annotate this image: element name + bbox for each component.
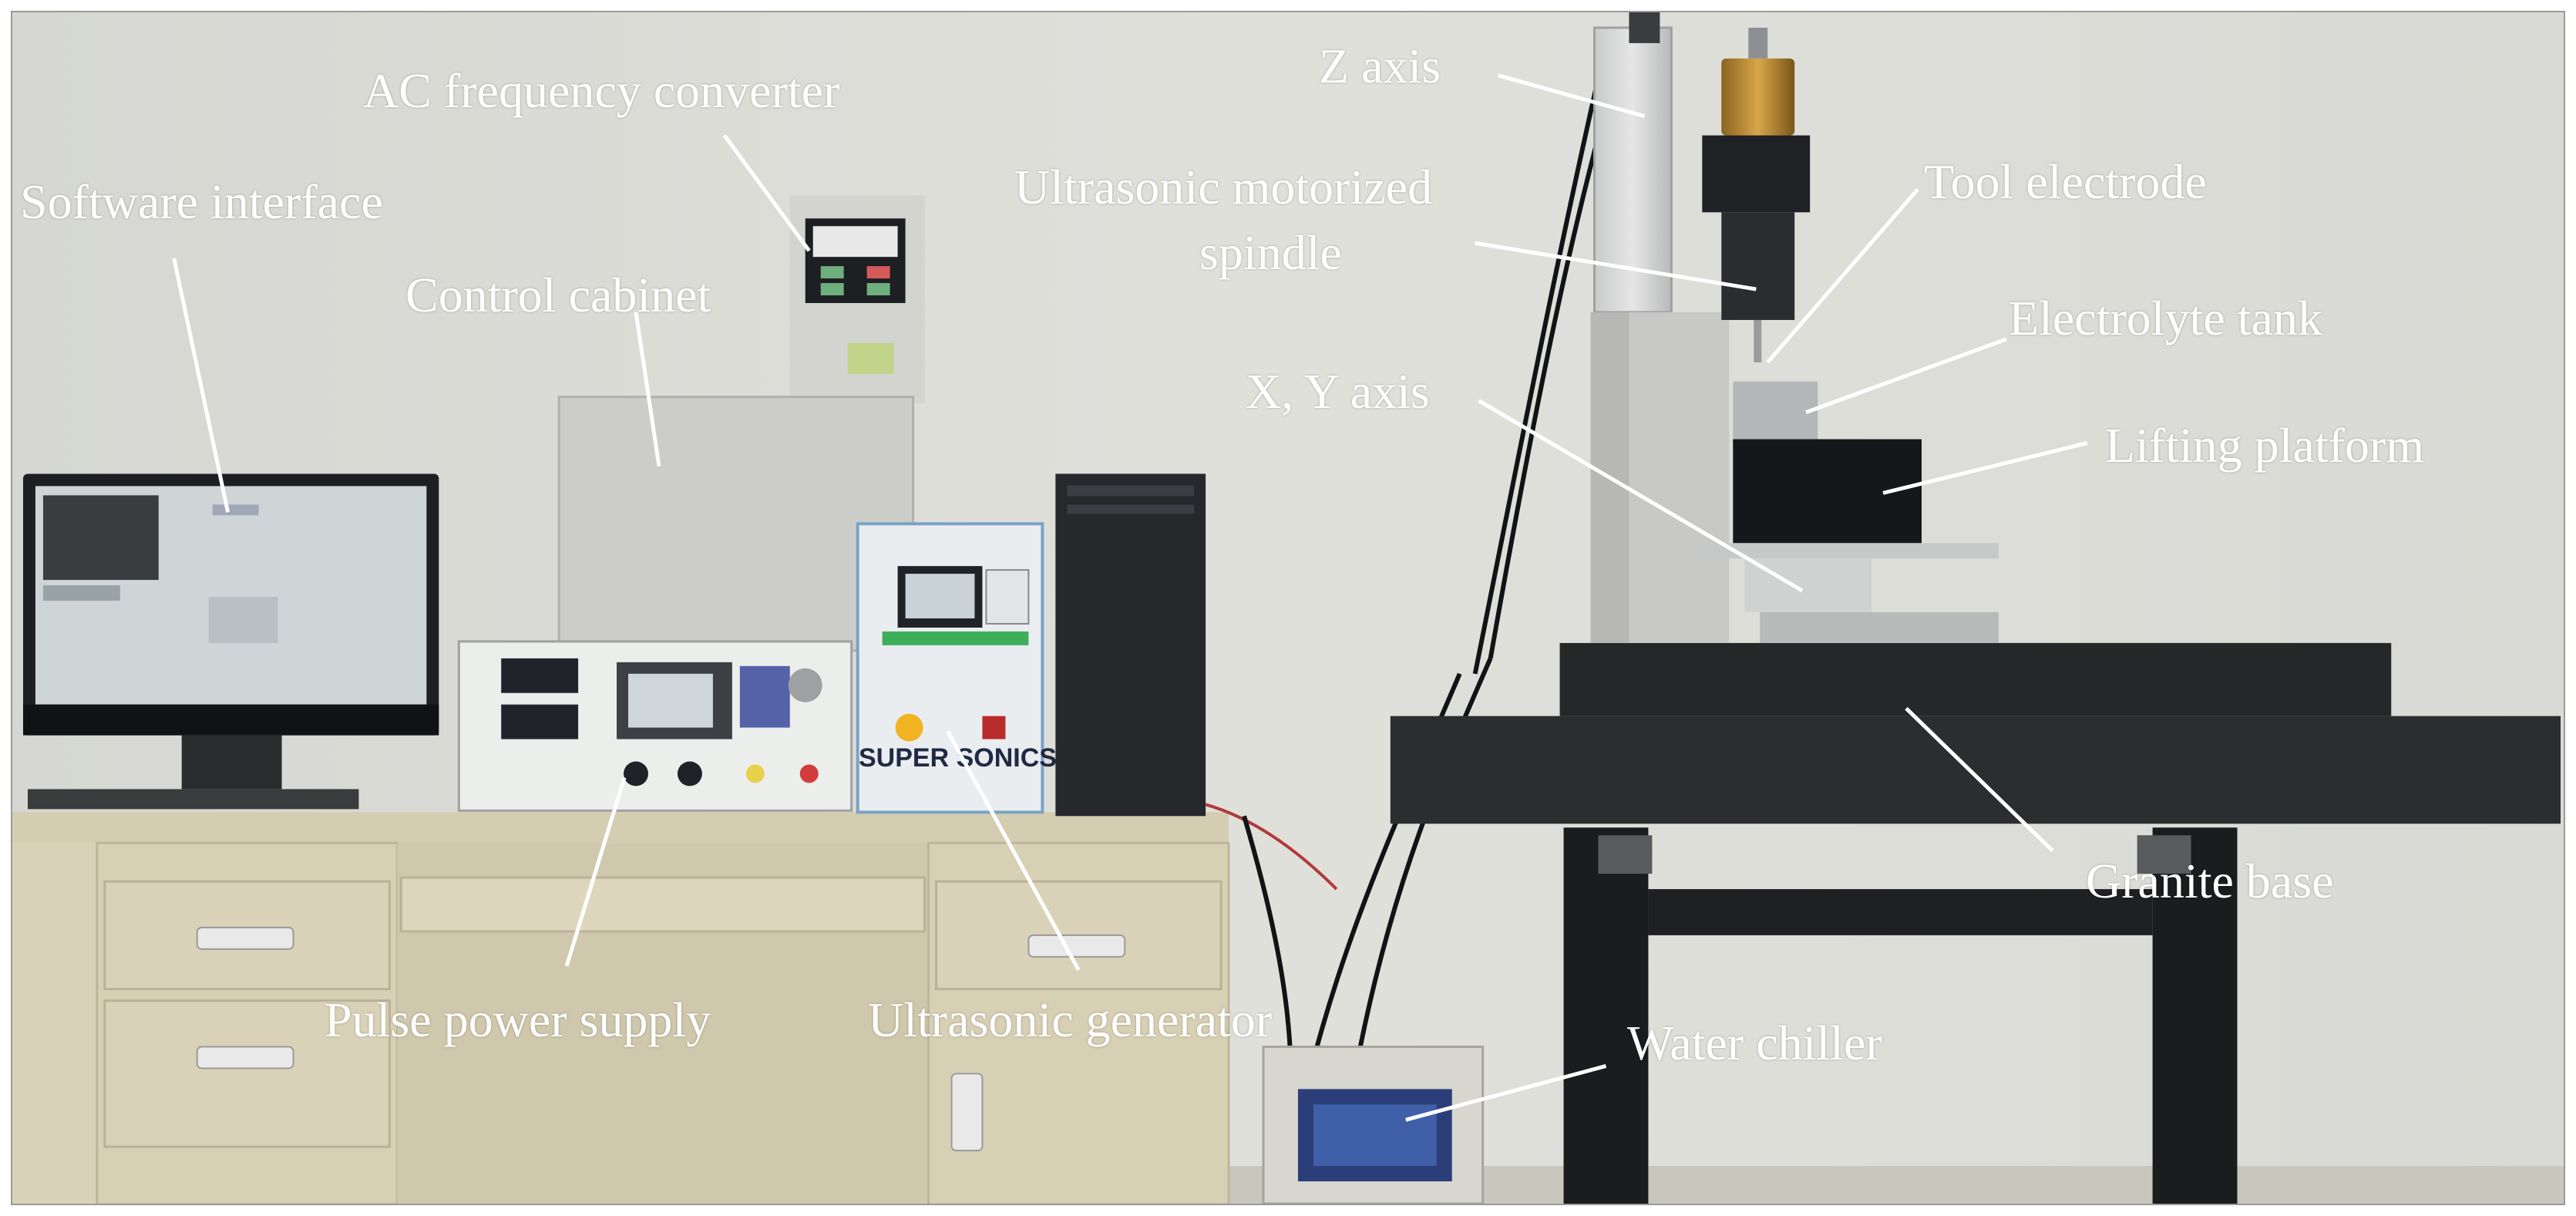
desk (12, 812, 1230, 1204)
leader-ultrasonic-gen (946, 730, 1081, 971)
leader-ultrasonic-spindle (1475, 241, 1757, 291)
label-z-axis: Z axis (1319, 39, 1441, 93)
control-cabinet (557, 396, 915, 652)
pc-tower (1055, 473, 1206, 817)
label-ultrasonic-spindle-2: spindle (1199, 225, 1342, 280)
label-ultrasonic-spindle-1: Ultrasonic motorized (1014, 160, 1433, 214)
leader-lifting-platform (1882, 441, 2088, 495)
leader-control-cabinet (634, 312, 661, 467)
lab-photo (12, 12, 2564, 1204)
photo-frame: SUPER SONICS Z axis AC frequency convert… (11, 11, 2565, 1205)
label-lifting-platform: Lifting platform (2105, 418, 2425, 473)
monitor (22, 473, 439, 790)
lifting-platform (1690, 381, 1999, 643)
label-water-chiller: Water chiller (1627, 1016, 1882, 1070)
label-software-interface: Software interface (20, 174, 383, 229)
granite-base (1390, 642, 2561, 1204)
leader-electrolyte-tank (1805, 337, 2007, 414)
leader-granite-base (1905, 706, 2054, 852)
keyboard (27, 789, 359, 810)
leader-software-interface (172, 258, 230, 513)
label-ultrasonic-generator: Ultrasonic generator (868, 992, 1273, 1047)
label-tool-electrode: Tool electrode (1924, 154, 2207, 209)
leader-tool-electrode (1766, 187, 1919, 364)
ultrasonic-generator (856, 522, 1044, 814)
leader-ac-converter (722, 134, 811, 252)
label-electrolyte-tank: Electrolyte tank (2009, 291, 2322, 345)
pulse-power-supply (457, 640, 853, 812)
leader-xy-axis (1478, 399, 1804, 593)
label-xy-axis: X, Y axis (1246, 364, 1430, 419)
leader-water-chiller (1405, 1064, 1607, 1122)
label-control-cabinet: Control cabinet (405, 268, 711, 322)
leader-lines (172, 73, 2088, 1122)
leader-z-axis (1497, 73, 1646, 119)
water-chiller (1262, 1046, 1485, 1204)
ultrasonic-spindle (1702, 27, 1811, 362)
ac-frequency-converter (789, 195, 925, 403)
label-ac-frequency-converter: AC frequency converter (363, 63, 840, 118)
label-granite-base: Granite base (2086, 854, 2334, 908)
label-pulse-power-supply: Pulse power supply (325, 992, 711, 1047)
leader-pulse-power (564, 776, 627, 967)
